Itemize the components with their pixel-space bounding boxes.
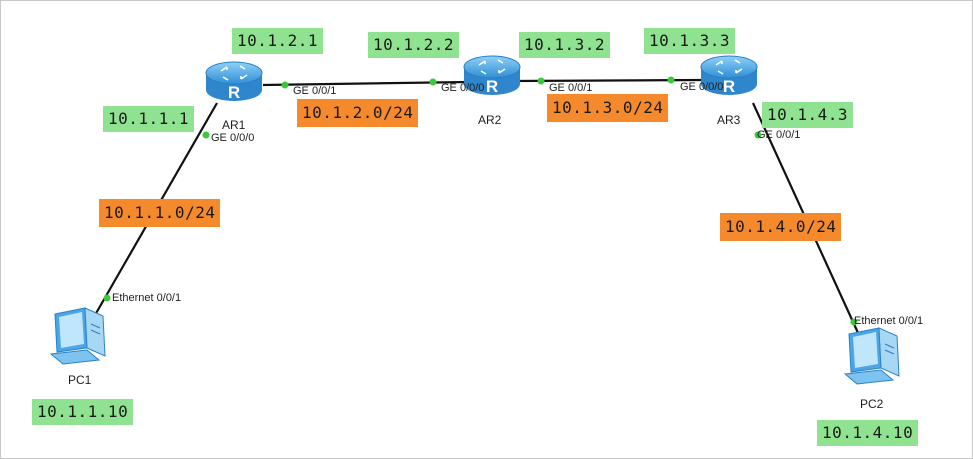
router-icon: R — [463, 55, 521, 96]
router-ar1[interactable]: R — [203, 57, 265, 107]
port-label: GE 0/0/0 — [441, 82, 485, 94]
port-label: Ethernet 0/0/1 — [112, 292, 182, 304]
router-icon: R — [205, 61, 263, 102]
svg-text:R: R — [486, 77, 498, 96]
port-dot — [202, 131, 210, 139]
ip-label-ar2-ge000: 10.1.2.2 — [368, 32, 460, 58]
port-label: GE 0/0/1 — [549, 82, 593, 94]
router-ar2[interactable]: R — [461, 51, 523, 101]
network-label-ar1-ar2: 10.1.2.0/24 — [297, 99, 419, 127]
ip-label-ar3-ge000: 10.1.3.3 — [644, 28, 736, 54]
port-dot — [281, 81, 289, 89]
ip-label-ar2-ge001: 10.1.3.2 — [519, 32, 611, 58]
port-label: GE 0/0/0 — [211, 132, 255, 144]
device-label-ar3: AR3 — [717, 113, 741, 127]
port-dot — [103, 294, 111, 302]
pc-icon — [843, 327, 900, 385]
port-dot — [537, 77, 545, 85]
ip-label-ar3-ge001: 10.1.4.3 — [762, 102, 854, 128]
network-label-pc1-ar1: 10.1.1.0/24 — [99, 199, 221, 227]
ip-label-pc1: 10.1.1.10 — [32, 399, 134, 425]
port-label: GE 0/0/1 — [757, 129, 801, 141]
network-label-ar2-ar3: 10.1.3.0/24 — [547, 94, 669, 122]
pc-icon — [49, 307, 106, 365]
device-label-pc1: PC1 — [68, 373, 92, 387]
port-dot — [667, 76, 675, 84]
pc-pc2[interactable] — [841, 326, 907, 388]
svg-text:R: R — [228, 83, 240, 102]
ip-label-ar1-ge001: 10.1.2.1 — [232, 28, 324, 54]
port-label: GE 0/0/0 — [680, 81, 724, 93]
router-icon: R — [700, 55, 758, 96]
device-label-pc2: PC2 — [860, 397, 884, 411]
device-label-ar1: AR1 — [222, 118, 246, 132]
ip-label-pc2: 10.1.4.10 — [817, 420, 919, 446]
port-dot — [850, 318, 858, 326]
port-label: Ethernet 0/0/1 — [854, 315, 924, 327]
port-label: GE 0/0/1 — [293, 85, 337, 97]
svg-text:R: R — [723, 77, 735, 96]
router-ar3[interactable]: R — [698, 51, 760, 101]
port-dot — [429, 78, 437, 86]
port-dot — [754, 131, 762, 139]
network-label-ar3-pc2: 10.1.4.0/24 — [720, 213, 842, 241]
ip-label-ar1-ge000: 10.1.1.1 — [103, 106, 195, 132]
device-label-ar2: AR2 — [478, 113, 502, 127]
pc-pc1[interactable] — [47, 306, 113, 368]
